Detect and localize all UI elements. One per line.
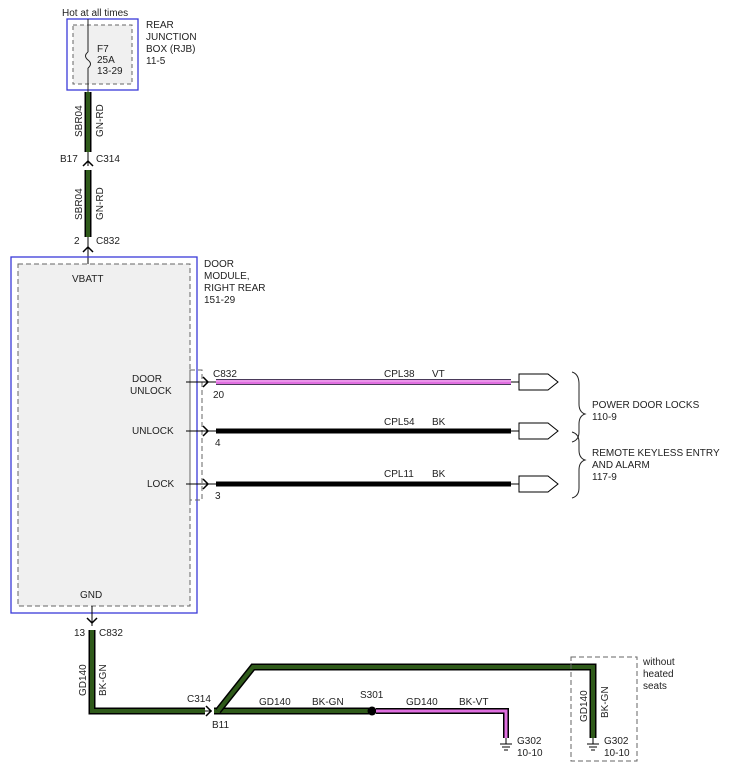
power-door-locks-brace-icon: [571, 371, 587, 443]
rke-ref: 117-9: [592, 472, 617, 483]
door-module-connector-zone: [189, 369, 203, 501]
ground-branch-circuit: GD140: [406, 697, 438, 708]
door-module-inner-box: [17, 263, 191, 607]
ground-branch-wire: [376, 709, 508, 738]
s301-label: S301: [360, 690, 384, 701]
ground-wire-2-color: BK-GN: [312, 697, 344, 708]
module-name-line1: DOOR: [204, 259, 234, 270]
feed-circuit-label-1: SBR04: [74, 105, 85, 137]
option-line1: without: [642, 657, 675, 668]
ground-branch-outline: [376, 708, 509, 738]
c832-vbatt-connector: C832: [96, 236, 120, 247]
fuse-ref: 13-29: [97, 66, 123, 77]
ground-wire-option: [216, 665, 595, 738]
c832-vbatt-pin: 2: [74, 236, 80, 247]
door-unlock-color: VT: [432, 369, 445, 380]
feed-circuit-label-2: SBR04: [74, 188, 85, 220]
vbatt-label: VBATT: [72, 274, 103, 285]
door-unlock-pin-icon: [202, 376, 210, 388]
g302-ref: 10-10: [517, 748, 543, 759]
c832-gnd-pin: 13: [74, 628, 86, 639]
unlock-color: BK: [432, 417, 446, 428]
ground-wire-2-circuit: GD140: [259, 697, 291, 708]
unlock-circuit: CPL54: [384, 417, 415, 428]
door-module-box: [10, 256, 198, 614]
unlock-label: UNLOCK: [132, 426, 174, 437]
door-unlock-pin: 20: [213, 390, 225, 401]
ground-circuit-label: GD140: [78, 664, 89, 696]
s301-splice-icon: [367, 706, 377, 716]
rke-name-line2: AND ALARM: [592, 460, 650, 471]
ground-branch-color: BK-VT: [459, 697, 488, 708]
c832-gnd-connector-icon: [86, 617, 98, 625]
door-unlock-label-line2: UNLOCK: [130, 386, 172, 397]
rjb-inner-box: [72, 24, 133, 85]
module-ref: 151-29: [204, 295, 236, 306]
ground-color-label: BK-GN: [98, 664, 109, 696]
lock-circuit: CPL11: [384, 469, 414, 480]
rke-brace-icon: [571, 431, 587, 499]
unlock-pin: 4: [215, 438, 221, 449]
ground-wire-1: [90, 630, 205, 713]
lock-pin-icon: [202, 478, 210, 490]
g302-option-label: G302: [604, 736, 629, 747]
option-line2: heated: [643, 669, 674, 680]
c832-gnd-connector: C832: [99, 628, 123, 639]
module-name-line2: MODULE,: [204, 271, 250, 282]
option-ground-color: BK-GN: [600, 686, 611, 718]
door-unlock-connector: C832: [213, 369, 237, 380]
lock-label: LOCK: [147, 479, 175, 490]
lock-terminal-arrow-icon: [518, 475, 559, 493]
c314-connector: C314: [96, 154, 120, 165]
unlock-pin-icon: [202, 425, 210, 437]
rjb-name-line1: REAR: [146, 20, 174, 31]
option-box: [570, 656, 638, 762]
lock-color: BK: [432, 469, 446, 480]
hot-at-all-times-label: Hot at all times: [62, 8, 128, 19]
rjb-box: [66, 18, 139, 91]
gnd-label: GND: [80, 590, 102, 601]
c314-pin: B17: [60, 154, 78, 165]
door-unlock-label-line1: DOOR: [132, 374, 162, 385]
option-line3: seats: [643, 681, 667, 692]
power-door-locks-name: POWER DOOR LOCKS: [592, 400, 700, 411]
door-unlock-terminal-arrow-icon: [518, 373, 559, 391]
c314-gnd-connector: C314: [187, 694, 211, 705]
rjb-ref: 11-5: [146, 56, 166, 67]
power-door-locks-ref: 110-9: [592, 412, 617, 423]
rke-name-line1: REMOTE KEYLESS ENTRY: [592, 448, 720, 459]
feed-color-label-1: GN-RD: [95, 104, 106, 137]
c314-gnd-connector-icon: [205, 705, 213, 717]
lock-pin: 3: [215, 491, 221, 502]
module-name-line3: RIGHT REAR: [204, 283, 266, 294]
rjb-name-line3: BOX (RJB): [146, 44, 195, 55]
rjb-name-line2: JUNCTION: [146, 32, 197, 43]
c314-gnd-pin: B11: [212, 720, 229, 731]
fuse-id: F7: [97, 44, 109, 55]
fuse-icon: [85, 51, 91, 69]
unlock-terminal-arrow-icon: [518, 422, 559, 440]
door-unlock-circuit: CPL38: [384, 369, 415, 380]
g302-option-ref: 10-10: [604, 748, 630, 759]
g302-label: G302: [517, 736, 542, 747]
fuse-amperage: 25A: [97, 55, 115, 66]
option-ground-circuit: GD140: [579, 690, 590, 722]
feed-color-label-2: GN-RD: [95, 187, 106, 220]
